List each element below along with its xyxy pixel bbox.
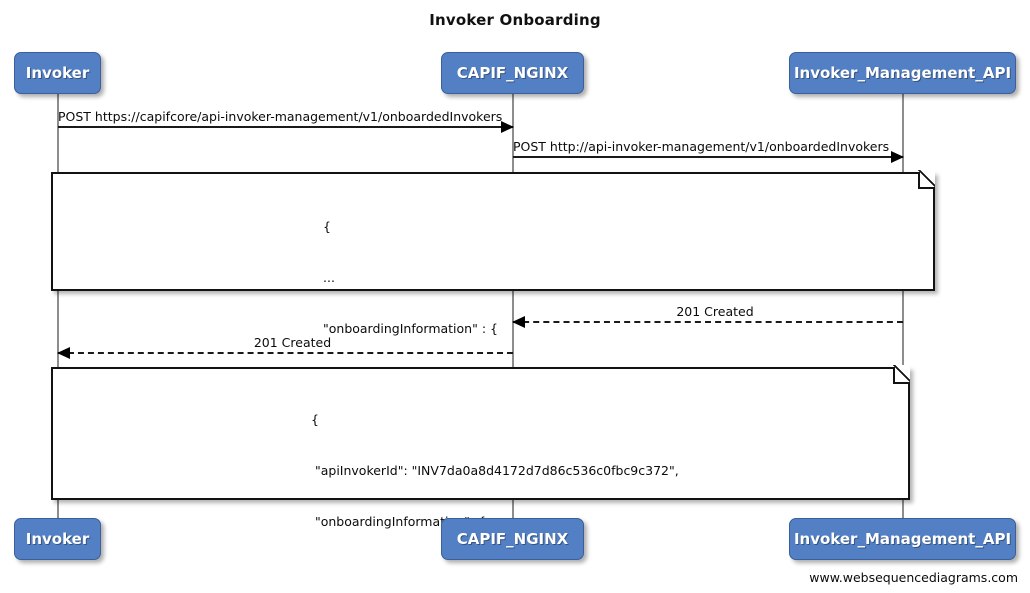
note-line: { <box>311 412 319 427</box>
note-fold-icon <box>918 170 935 189</box>
message-line <box>513 156 903 158</box>
arrow-right-icon <box>891 151 904 163</box>
note-line: "onboardingInformation" : { <box>323 321 498 336</box>
message-4[interactable]: 201 Created <box>57 335 513 359</box>
watermark: www.websequencediagrams.com <box>809 570 1018 585</box>
participant-label: Invoker_Management_API <box>793 530 1012 548</box>
note-response-body-text: { "apiInvokerId": "INV7da0a8d4172d7d86c5… <box>311 377 679 593</box>
participant-label: Invoker_Management_API <box>793 64 1012 82</box>
participant-label: Invoker <box>25 530 90 548</box>
note-line <box>311 564 679 581</box>
message-3[interactable]: 201 Created <box>512 304 903 328</box>
note-fold-icon <box>893 365 910 384</box>
message-line <box>58 352 513 354</box>
message-2[interactable]: POST http://api-invoker-management/v1/on… <box>513 139 904 163</box>
note-request-body: { ... "onboardingInformation" : { "apiIn… <box>51 170 935 489</box>
message-label: 201 Created <box>676 304 754 319</box>
participant-label: CAPIF_NGINX <box>456 64 569 82</box>
participant-invoker-top[interactable]: Invoker <box>14 52 101 94</box>
page-title: Invoker Onboarding <box>429 11 601 29</box>
note-line: { <box>323 219 331 234</box>
participant-capif-nginx-bottom[interactable]: CAPIF_NGINX <box>441 518 584 560</box>
message-1[interactable]: POST https://capifcore/api-invoker-manag… <box>58 109 514 133</box>
lifeline-capif-nginx <box>512 94 514 518</box>
participant-invoker-management-api-bottom[interactable]: Invoker_Management_API <box>789 518 1016 560</box>
message-line <box>58 126 513 128</box>
message-line <box>513 321 903 323</box>
participant-invoker-management-api-top[interactable]: Invoker_Management_API <box>789 52 1016 94</box>
note-line: ... <box>323 270 335 285</box>
arrow-right-icon <box>501 121 514 133</box>
message-label: POST https://capifcore/api-invoker-manag… <box>58 109 503 124</box>
participant-label: CAPIF_NGINX <box>456 530 569 548</box>
note-response-body: { "apiInvokerId": "INV7da0a8d4172d7d86c5… <box>51 365 910 529</box>
participant-label: Invoker <box>25 64 90 82</box>
lifeline-invoker <box>57 94 59 518</box>
arrow-left-icon <box>57 347 70 359</box>
note-line: "apiInvokerId": "INV7da0a8d4172d7d86c536… <box>311 463 679 478</box>
message-label: POST http://api-invoker-management/v1/on… <box>513 139 890 154</box>
participant-invoker-bottom[interactable]: Invoker <box>14 518 101 560</box>
message-label: 201 Created <box>253 335 332 350</box>
arrow-left-icon <box>512 316 525 328</box>
participant-capif-nginx-top[interactable]: CAPIF_NGINX <box>441 52 584 94</box>
lifeline-invoker-management-api <box>902 94 904 518</box>
